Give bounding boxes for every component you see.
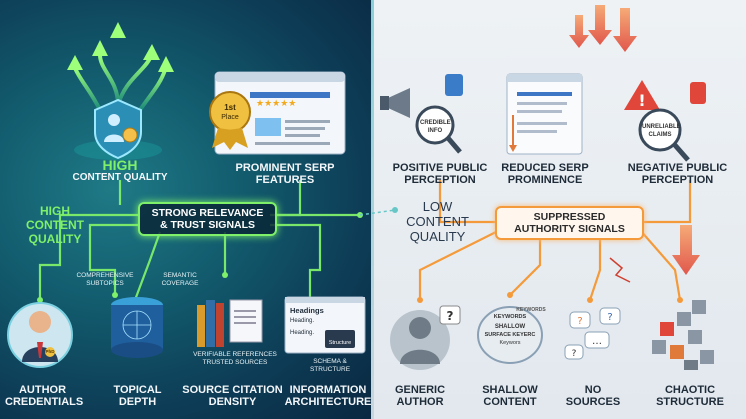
no-sources-line2: SOURCES	[565, 396, 621, 408]
center-divider	[371, 0, 374, 419]
information-architecture-line1: INFORMATION	[289, 384, 367, 396]
low-quality-line1: LOW	[422, 199, 453, 214]
crack-icon	[609, 257, 631, 283]
cross-divider-link	[359, 209, 396, 216]
no-sources-bubbles-icon: ? ? … ?	[564, 307, 621, 360]
low-quality-line3: QUALITY	[409, 229, 466, 244]
unreliable-claims-line1: UNRELIABLE	[642, 124, 681, 130]
low-quality-line2: CONTENT	[406, 214, 469, 229]
high-quality-top-line2: CONTENT QUALITY	[72, 172, 168, 183]
comprehensive-subtopics-line2: SUBTOPICS	[86, 280, 124, 287]
high-quality-top-line1: HIGH	[102, 157, 138, 173]
semantic-coverage-line1: SEMANTIC	[163, 272, 197, 279]
negative-perception-line1: NEGATIVE PUBLIC	[627, 162, 728, 174]
high-quality-side-line1: HIGH	[40, 204, 70, 218]
strong-relevance-line1: STRONG RELEVANCE	[151, 207, 264, 219]
author-credentials-line2: CREDENTIALS	[5, 396, 84, 408]
high-quality-side-line2: CONTENT	[26, 218, 84, 232]
warning-thumbs-down-icon: !	[624, 80, 706, 162]
shallow-content-line1: SHALLOW	[482, 384, 538, 396]
shallow-content-line2: CONTENT	[483, 396, 537, 408]
suppressed-authority-line2: AUTHORITY SIGNALS	[514, 223, 625, 236]
chaotic-structure-line2: STRUCTURE	[656, 396, 724, 408]
comprehensive-subtopics-line1: COMPREHENSIVE	[76, 272, 134, 279]
first-place-text-line2: Place	[221, 114, 239, 121]
source-citation-line1: SOURCE CITATION	[182, 384, 283, 396]
chaotic-structure-line1: CHAOTIC	[664, 384, 716, 396]
headings-card-item1: Heading.	[290, 318, 315, 324]
reduced-serp-line2: PROMINENCE	[507, 174, 583, 186]
author-credentials-line1: AUTHOR	[18, 384, 67, 396]
megaphone-thumbs-up-icon	[380, 74, 463, 154]
information-architecture-line2: ARCHITECTURE	[284, 396, 372, 408]
credible-info-line2: INFO	[427, 128, 443, 134]
generic-author-icon: ?	[390, 305, 461, 370]
expert-shield-icon	[74, 98, 162, 160]
semantic-coverage-line2: COVERAGE	[161, 280, 199, 287]
reduced-serp-line1: REDUCED SERP	[501, 162, 589, 174]
headings-card-item2: Heading.	[290, 330, 315, 336]
first-place-text-line1: 1st	[224, 103, 236, 112]
strong-relevance-line2: & TRUST SIGNALS	[159, 219, 256, 232]
left-connector-lines	[38, 180, 360, 301]
verifiable-references-line2: TRUSTED SOURCES	[202, 359, 268, 366]
shallow-badge-line1: SHALLOW	[494, 324, 526, 330]
verifiable-references-line1: VERIFIABLE REFERENCES	[193, 351, 277, 358]
suppressed-authority-box: SUPPRESSED AUTHORITY SIGNALS	[495, 206, 644, 240]
suppressed-authority-line1: SUPPRESSED	[533, 211, 606, 223]
high-quality-side-line3: QUALITY	[28, 232, 82, 246]
generic-author-line1: GENERIC	[394, 384, 446, 396]
generic-author-line2: AUTHOR	[396, 396, 444, 408]
shallow-badge-line2: SURFACE KEYERC	[484, 332, 536, 338]
serp-features-line1: PROMINENT SERP	[235, 162, 335, 174]
svg-text:!: !	[638, 91, 645, 110]
chaotic-cubes-icon	[652, 300, 714, 370]
database-cylinder-icon	[111, 297, 163, 358]
positive-perception-line2: PERCEPTION	[404, 174, 476, 186]
svg-text:★★★★★: ★★★★★	[256, 99, 296, 109]
schema-structure-line1: SCHEMA &	[313, 358, 347, 365]
right-connector-lines	[418, 180, 692, 301]
no-sources-line1: NO	[584, 384, 602, 396]
svg-text:?: ?	[577, 316, 582, 327]
first-place-badge-icon	[209, 91, 251, 150]
svg-text:?: ?	[572, 349, 577, 359]
books-and-citations-icon	[197, 299, 263, 347]
shallow-badge-line3: Keywors	[499, 340, 521, 346]
downward-arrows-icon	[569, 5, 700, 275]
arrow-heads-icon	[67, 22, 174, 72]
source-citation-line2: DENSITY	[208, 396, 257, 408]
headings-card-title: Headings	[290, 306, 324, 315]
reduced-serp-card-icon	[506, 73, 583, 155]
svg-text:?: ?	[607, 312, 612, 323]
unreliable-claims-line2: CLAIMS	[648, 132, 672, 138]
topical-depth-line1: TOPICAL	[113, 384, 162, 396]
shallow-content-badge-icon	[477, 306, 543, 364]
keyword-tag-right: KEYWORDS	[516, 307, 546, 313]
serp-features-line2: FEATURES	[255, 174, 315, 186]
schema-structure-line2: STRUCTURE	[309, 366, 351, 373]
information-architecture-card-icon	[284, 296, 366, 354]
author-avatar-icon	[7, 302, 73, 368]
credible-info-line1: CREDIBLE	[420, 120, 451, 126]
strong-relevance-box: STRONG RELEVANCE & TRUST SIGNALS	[138, 202, 277, 236]
svg-text:?: ?	[447, 309, 454, 323]
phd-badge: PhD	[45, 349, 55, 354]
svg-text:…: …	[592, 336, 602, 347]
structure-badge: Structure	[328, 340, 352, 346]
keyword-tag-left: KEYWORDS	[493, 314, 527, 320]
negative-perception-line2: PERCEPTION	[641, 174, 714, 186]
topical-depth-line2: DEPTH	[118, 396, 157, 408]
positive-perception-line1: POSITIVE PUBLIC	[392, 162, 488, 174]
